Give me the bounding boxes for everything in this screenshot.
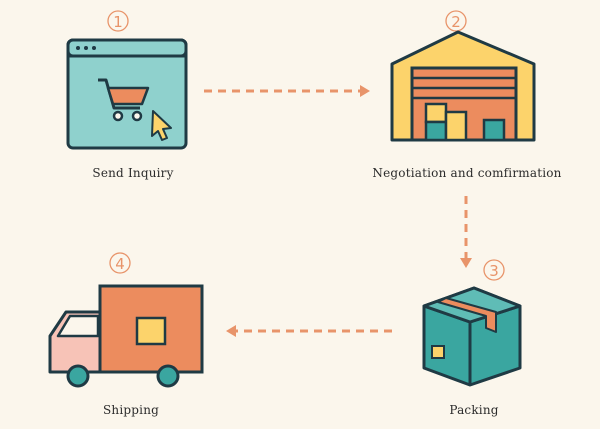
step-2-number: 2 (445, 10, 467, 32)
step-1-label: Send Inquiry (92, 166, 174, 180)
step-2-label: Negotiation and comfirmation (372, 166, 562, 180)
svg-text:4: 4 (115, 255, 125, 273)
arrow-2-to-3 (460, 196, 472, 268)
svg-text:2: 2 (451, 13, 461, 31)
step-1-number: 1 (107, 10, 129, 32)
warehouse-icon (390, 30, 536, 142)
step-4-number: 4 (109, 252, 131, 274)
truck-icon (48, 284, 204, 388)
arrow-3-to-4 (226, 325, 392, 337)
step-3-label: Packing (449, 403, 499, 417)
step-4-label: Shipping (103, 403, 159, 417)
arrow-1-to-2 (204, 85, 370, 97)
step-3-number: 3 (483, 259, 505, 281)
browser-cart-icon (66, 38, 188, 150)
box-icon (422, 286, 522, 387)
svg-text:3: 3 (489, 262, 499, 280)
svg-text:1: 1 (113, 13, 123, 31)
